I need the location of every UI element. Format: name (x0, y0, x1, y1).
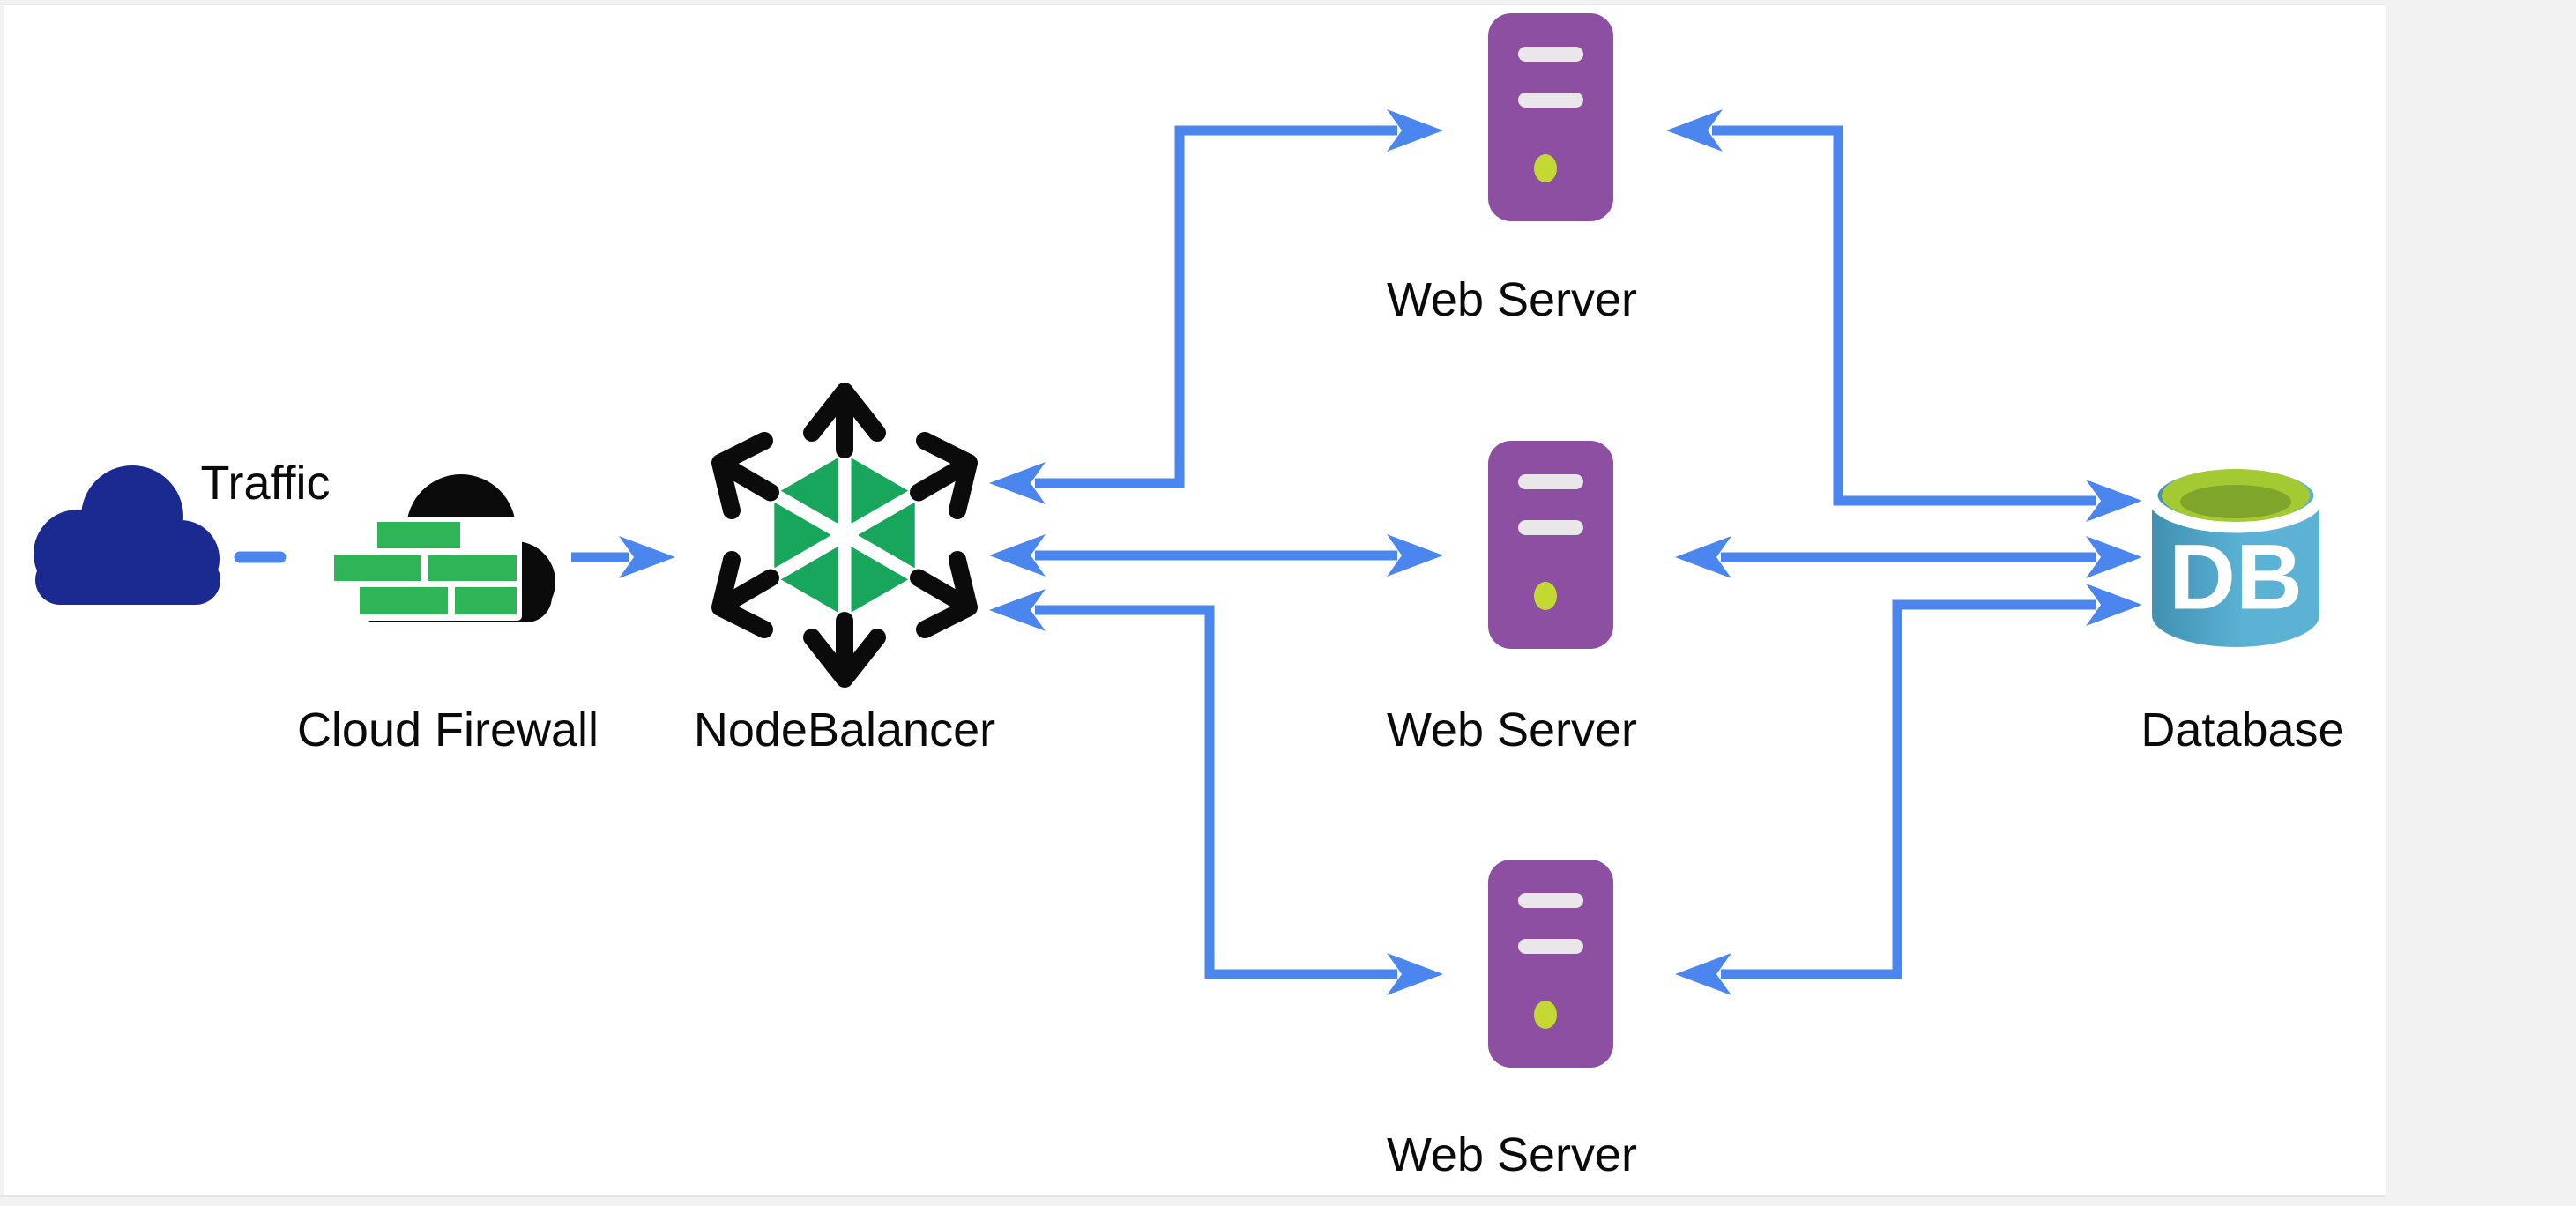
database-label: Database (2140, 704, 2344, 756)
web-server-1-label: Web Server (1387, 273, 1637, 326)
arrow-nodebalancer-webserver-1 (989, 109, 1443, 504)
arrow-webserver-3-database (1675, 584, 2142, 995)
web-server-3-label: Web Server (1387, 1128, 1637, 1181)
web-server-2-label: Web Server (1387, 704, 1637, 756)
cloud-firewall-icon (328, 474, 555, 622)
right-panel (2386, 0, 2576, 1206)
nodebalancer-label: NodeBalancer (694, 704, 995, 756)
top-edge (0, 0, 2576, 4)
web-server-2-icon (1488, 441, 1613, 649)
arrow-webserver-1-database (1666, 109, 2142, 522)
left-edge (0, 0, 4, 1206)
cloud-firewall-label: Cloud Firewall (297, 704, 599, 756)
db-icon-text: DB (2169, 526, 2303, 629)
web-server-3-icon (1488, 860, 1613, 1068)
traffic-cloud-icon (34, 465, 220, 605)
database-icon: DB (2146, 458, 2326, 647)
bottom-edge-line (0, 1195, 2386, 1197)
top-edge-line (0, 4, 2386, 5)
arrow-nodebalancer-webserver-3 (989, 589, 1443, 995)
firewall-bricks (334, 522, 517, 614)
nodebalancer-icon (711, 383, 978, 688)
web-server-1-icon (1488, 13, 1613, 221)
bottom-edge (0, 1197, 2386, 1206)
traffic-label: Traffic (200, 457, 330, 510)
